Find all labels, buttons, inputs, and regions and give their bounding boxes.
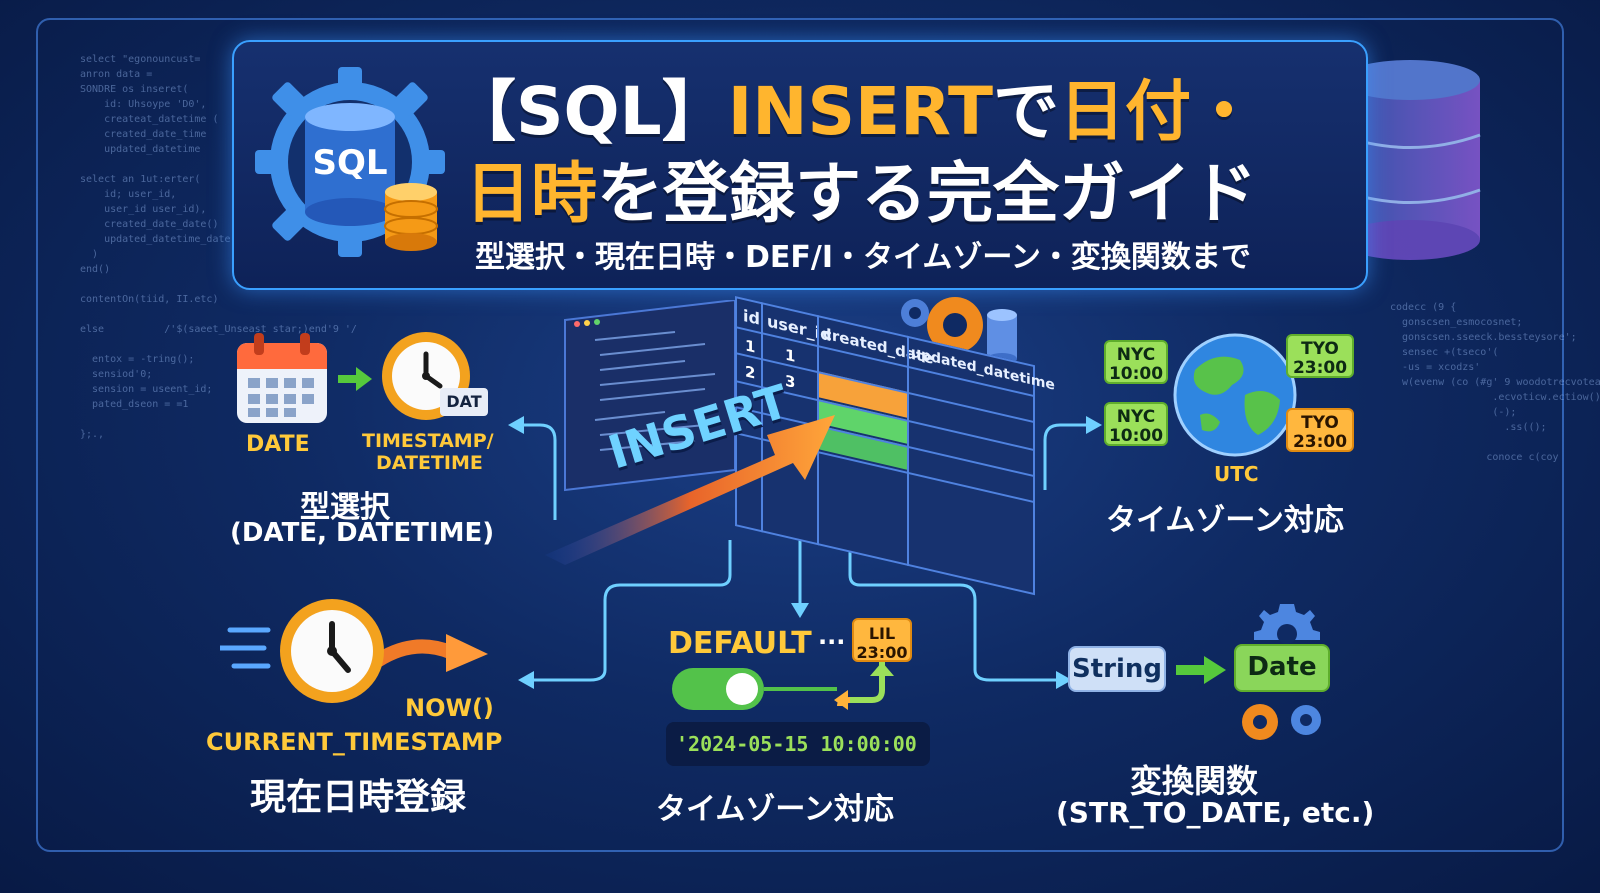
tz-tag-nyc-1: NYC 10:00	[1104, 340, 1168, 384]
type-heading: 型選択	[300, 490, 390, 525]
background-code-right: codecc (9 { gonscsen_esmocosnet; gonscse…	[1390, 302, 1600, 463]
table-cell-row1-id: 1	[745, 336, 756, 357]
gears-icon	[901, 297, 1017, 365]
small-gears-icon	[1242, 704, 1321, 740]
default-heading: タイムゾーン対応	[656, 792, 894, 827]
type-caption: (DATE, DATETIME)	[230, 518, 495, 548]
default-label: DEFAULT	[668, 626, 812, 661]
string-pill: String	[1068, 646, 1166, 692]
background-code-left: select "egonouncust= anron data = SONDRE…	[80, 54, 357, 440]
date-pill-text: Date	[1247, 652, 1317, 682]
default-badge-line1: LIL	[868, 624, 896, 643]
default-timestamp-box: '2024-05-15 10:00:00	[666, 722, 930, 766]
tz-tag-nyc-1-time: 10:00	[1108, 364, 1164, 384]
tz-tag-tyo-1: TYO 23:00	[1286, 334, 1354, 378]
title-insert: INSERT	[727, 73, 993, 150]
title-subtitle: 型選択・現在日時・DEF/I・タイムゾーン・変換関数まで	[475, 240, 1251, 275]
tz-tag-nyc-1-city: NYC	[1116, 345, 1156, 365]
date-pill: Date	[1234, 644, 1330, 692]
dat-badge: DAT	[440, 388, 488, 416]
title-line-2: 日時を登録する完全ガイド	[465, 140, 1257, 236]
table-grid-v3	[907, 335, 909, 567]
timestamp-label-1: TIMESTAMP/	[362, 430, 494, 452]
table-cell-row1-user: 1	[785, 345, 796, 366]
tz-tag-tyo-1-time: 23:00	[1292, 358, 1348, 378]
default-toggle-switch[interactable]	[672, 668, 842, 712]
default-timestamp: '2024-05-15 10:00:00	[676, 732, 917, 756]
date-label: DATE	[246, 432, 310, 457]
convert-arrow-icon	[1176, 656, 1226, 684]
globe-icon	[1173, 333, 1297, 457]
table-cell-row2-id: 2	[745, 362, 756, 383]
utc-label: UTC	[1214, 462, 1259, 486]
title-guide: を登録する完全ガイド	[597, 155, 1257, 232]
timestamp-label-2: DATETIME	[376, 452, 483, 474]
table-cell-row2-user: 3	[785, 371, 796, 392]
outer-frame	[36, 18, 1564, 852]
title-de: で	[993, 73, 1059, 150]
tz-tag-tyo-2-city: TYO	[1301, 413, 1339, 433]
convert-caption: (STR_TO_DATE, etc.)	[1056, 796, 1375, 829]
current-timestamp-label: CURRENT_TIMESTAMP	[206, 728, 503, 756]
logo-text: SQL	[312, 143, 387, 183]
convert-heading: 変換関数	[1130, 762, 1259, 800]
tz-tag-nyc-2: NYC 10:00	[1104, 402, 1168, 446]
tz-tag-tyo-2-time: 23:00	[1292, 432, 1348, 452]
default-badge-line2: 23:00	[856, 643, 908, 662]
table-header-id: id	[743, 305, 760, 329]
tz-tag-tyo-1-city: TYO	[1301, 339, 1339, 359]
default-dots: ···	[818, 628, 846, 656]
tz-tag-nyc-2-time: 10:00	[1108, 426, 1164, 446]
insert-arrow-icon	[545, 415, 835, 565]
blue-gear-icon	[1254, 604, 1320, 644]
code-editor-panel	[564, 300, 736, 492]
now-heading: 現在日時登録	[250, 777, 467, 818]
sql-gear-logo-icon: SQL	[255, 67, 445, 257]
default-badge: LIL 23:00	[852, 618, 912, 662]
calendar-icon	[237, 333, 327, 423]
speed-clock-icon	[220, 599, 488, 703]
title-nichiji: 日時	[465, 155, 597, 232]
tz-tag-nyc-2-city: NYC	[1116, 407, 1156, 427]
dat-badge-text: DAT	[446, 392, 482, 411]
now-label: NOW()	[405, 694, 494, 722]
title-line-1: 【SQL】INSERTで日付・	[450, 58, 1257, 154]
timezone-heading: タイムゾーン対応	[1106, 503, 1344, 538]
title-hizuke: 日付・	[1059, 73, 1257, 150]
tz-tag-tyo-2: TYO 23:00	[1286, 408, 1354, 452]
arrow-right-icon	[338, 367, 372, 391]
string-pill-text: String	[1071, 654, 1162, 684]
title-sql-bracket: 【SQL】	[450, 73, 728, 150]
return-arrow-icon	[834, 662, 894, 710]
